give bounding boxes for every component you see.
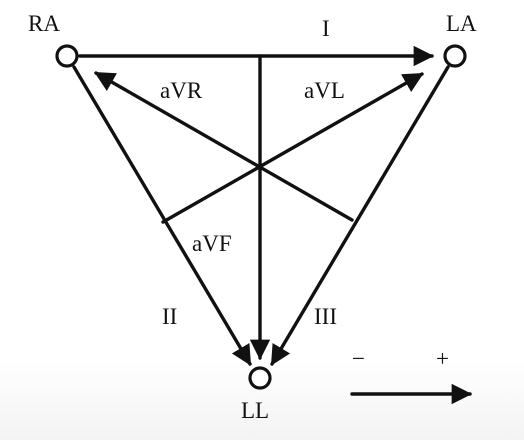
la-label: LA [446, 11, 477, 36]
ra-label: RA [28, 11, 60, 36]
la-electrode-node [443, 44, 467, 68]
lead-iii-label: III [314, 304, 337, 329]
avl-arrow [161, 72, 424, 224]
ll-label: LL [241, 398, 269, 423]
lead-iii-arrow [270, 65, 450, 366]
avr-label: aVR [160, 78, 203, 103]
lead-ii-label: II [162, 304, 177, 329]
avl-label: aVL [304, 78, 345, 103]
positive-sign: + [436, 346, 449, 371]
negative-sign: − [352, 346, 365, 371]
ll-electrode-node [248, 366, 272, 390]
lead-i-label: I [322, 16, 330, 41]
avf-label: aVF [192, 231, 232, 256]
avr-arrow [94, 71, 354, 222]
lead-ii-arrow [72, 65, 252, 366]
ra-electrode-node [55, 44, 79, 68]
